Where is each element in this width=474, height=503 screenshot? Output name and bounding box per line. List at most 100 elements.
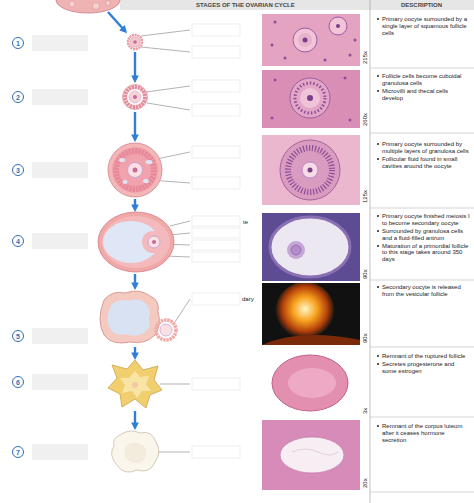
vesicular-follicle-part — [152, 240, 156, 244]
stage-arrows-part — [134, 411, 136, 427]
stage-arrows-part — [134, 274, 136, 287]
corpus-luteum-part — [108, 360, 162, 408]
table-grid-part — [370, 68, 474, 69]
micrograph-corpus-luteum-part — [272, 355, 348, 411]
micrograph-primordial-part — [271, 44, 274, 47]
micrograph-secondary-part — [262, 135, 360, 205]
ovary-fragment-part — [56, 0, 120, 13]
micrograph-vesicular-part — [291, 245, 301, 255]
stage-number-text: 2 — [16, 94, 20, 101]
micrograph-primary-part — [274, 79, 277, 82]
description-box: Primary oocyte surrounded by a single la… — [374, 15, 472, 65]
description-text: Remnant of the ruptured follicle — [382, 353, 465, 359]
primordial-follicle-part — [128, 35, 142, 49]
column-heading: STAGES OF THE OVARIAN CYCLE — [196, 2, 295, 8]
partial-label: te — [243, 219, 248, 225]
leader-lines-part — [147, 103, 190, 110]
blank-label-boxes-part — [192, 252, 240, 262]
vesicular-follicle-part — [142, 231, 164, 253]
blank-label-boxes-part — [32, 233, 88, 249]
leader-lines-part — [175, 299, 190, 322]
micrograph-primordial-part — [336, 24, 340, 28]
vesicular-follicle-part — [98, 212, 174, 272]
description-item: Follicular fluid found in small cavities… — [376, 156, 470, 170]
micrograph-primary — [262, 70, 360, 128]
description-text: Maturation of a primordial follicle to t… — [382, 243, 468, 263]
ovary-fragment-part — [93, 3, 100, 10]
description-item: Remnant of the ruptured follicle — [376, 353, 470, 360]
micrograph-corpus-albicans-part — [262, 420, 360, 490]
description-item: Primary oocyte surrounded by a single la… — [376, 16, 470, 37]
micrograph-secondary-part — [302, 162, 318, 178]
description-text: Follicular fluid found in small cavities… — [382, 156, 457, 169]
description-box: Remnant of the ruptured follicleSecretes… — [374, 352, 472, 414]
micrograph-corpus-luteum-part — [262, 350, 360, 416]
magnification-label: 90x — [362, 333, 368, 343]
micrograph-ovulation-part — [275, 283, 335, 342]
micrograph-secondary-part — [280, 140, 340, 200]
bullet-dot — [377, 90, 379, 92]
micrograph-primary-part — [262, 70, 360, 128]
bullet-dot — [377, 18, 379, 20]
description-text: Secondary oocyte is released from the ve… — [382, 284, 461, 297]
blank-label-boxes-part — [32, 444, 88, 460]
ruptured-follicle-part — [160, 324, 172, 336]
micrograph-primordial-part — [284, 57, 287, 60]
primordial-follicle-part — [130, 37, 140, 47]
magnification-label: 3x — [362, 408, 368, 414]
description-item: Microvilli and thecal cells develop — [376, 88, 470, 102]
blank-label-boxes-part — [192, 177, 240, 189]
table-grid-part — [370, 492, 474, 493]
secondary-follicle-part — [108, 143, 162, 197]
micrograph-corpus-albicans-part — [292, 449, 338, 455]
column-heading: DESCRIPTION — [401, 2, 442, 8]
description-item: Surrounded by granulosa cells and a flui… — [376, 228, 470, 242]
vesicular-follicle-part — [148, 236, 160, 248]
micrograph-ovulation — [262, 283, 360, 345]
blank-label-boxes-part — [32, 328, 88, 344]
micrograph-secondary — [262, 135, 360, 205]
micrograph-primordial-part — [274, 21, 277, 24]
table-grid-part — [370, 208, 474, 209]
stage-number: 6 — [12, 376, 24, 388]
stage-number: 4 — [12, 235, 24, 247]
leader-lines-part — [170, 221, 190, 226]
ruptured-follicle — [100, 291, 176, 343]
micrograph-vesicular-part — [270, 217, 350, 277]
blank-label-boxes-part — [32, 374, 88, 390]
primary-follicle — [123, 85, 148, 110]
micrograph-secondary-part — [308, 168, 313, 173]
description-text: Secretes progesterone and some estrogen — [382, 361, 454, 374]
ovary-fragment-part — [69, 1, 75, 7]
stage-arrows-part — [134, 347, 136, 357]
table-grid-part — [370, 280, 474, 281]
micrograph-ovulation-part — [262, 335, 360, 345]
micrograph-corpus-albicans — [262, 420, 360, 490]
stage-number-text: 7 — [16, 449, 20, 456]
blank-label-boxes-part — [192, 104, 240, 116]
bullet-dot — [377, 286, 379, 288]
leader-lines-part — [160, 384, 190, 385]
secondary-follicle-part — [128, 163, 143, 178]
micrograph-primary-part — [349, 119, 352, 122]
blank-label-boxes-part — [192, 216, 240, 226]
stage-number: 5 — [12, 330, 24, 342]
bullet-dot — [377, 215, 379, 217]
ruptured-follicle-part — [100, 291, 159, 343]
primordial-follicle — [128, 35, 142, 49]
blank-label-boxes-part — [192, 228, 240, 238]
primary-follicle-part — [123, 85, 148, 110]
micrograph-primordial-part — [293, 28, 317, 52]
vesicular-follicle-part — [102, 216, 170, 268]
primordial-follicle-part — [133, 40, 137, 44]
description-box: Primary oocyte surrounded by multiple la… — [374, 140, 472, 204]
magnification-label: 215x — [362, 51, 368, 64]
description-text: Microvilli and thecal cells develop — [382, 88, 448, 101]
partial-label: dary — [242, 296, 254, 302]
stage-number-text: 6 — [16, 379, 20, 386]
corpus-luteum-part — [120, 371, 151, 398]
description-text: Remnant of the corpus luteum after it ce… — [382, 423, 462, 443]
table-grid-part — [120, 0, 474, 10]
blank-label-boxes-part — [192, 293, 240, 305]
micrograph-primordial-part — [349, 54, 352, 57]
